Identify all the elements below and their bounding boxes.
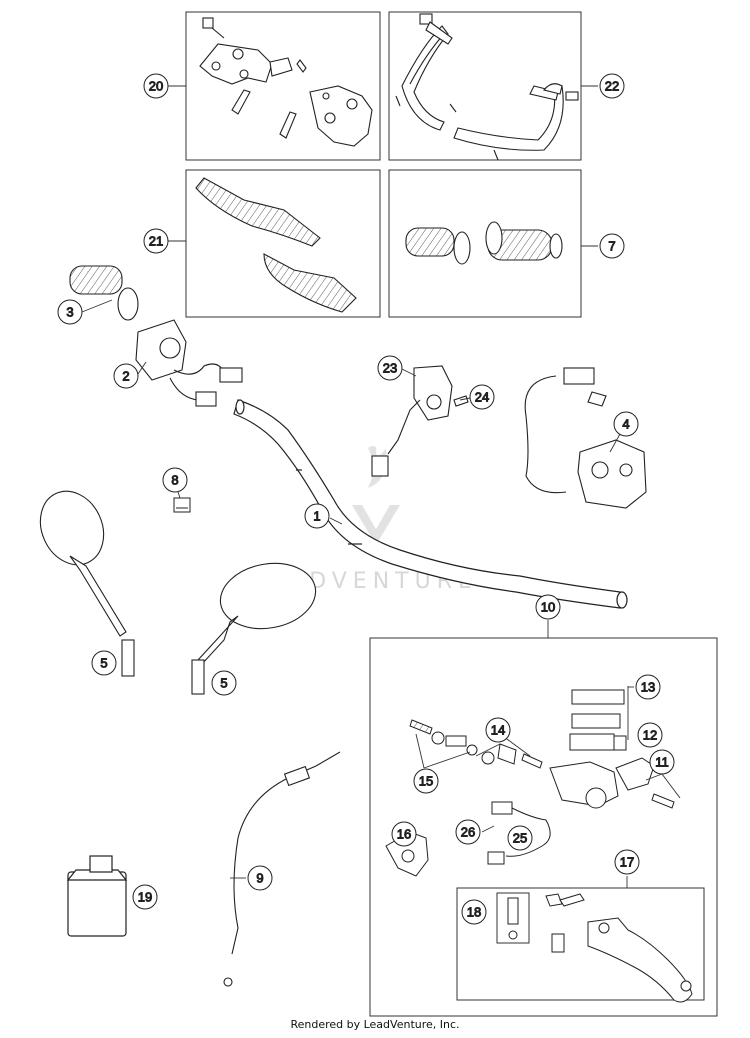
box-10 bbox=[369, 637, 718, 1017]
hydraulic-oil-drawing bbox=[66, 855, 128, 937]
clutch-lever-drawing bbox=[507, 893, 693, 1003]
callout-14: 14 bbox=[485, 717, 511, 743]
svg-text:25: 25 bbox=[513, 831, 527, 846]
callout-8: 8 bbox=[162, 467, 188, 493]
svg-text:16: 16 bbox=[397, 827, 411, 842]
callout-19: 19 bbox=[132, 884, 158, 910]
cable-clip-drawing bbox=[173, 497, 191, 513]
callout-26: 26 bbox=[455, 819, 481, 845]
callout-4: 4 bbox=[613, 411, 639, 437]
svg-text:19: 19 bbox=[138, 890, 152, 905]
svg-text:26: 26 bbox=[461, 825, 475, 840]
svg-text:5: 5 bbox=[100, 656, 107, 671]
mirrors-drawing bbox=[39, 490, 317, 695]
switch-clamp-drawing bbox=[371, 365, 469, 477]
callout-18: 18 bbox=[461, 899, 487, 925]
svg-text:5: 5 bbox=[220, 676, 227, 691]
callout-1: 1 bbox=[304, 503, 330, 529]
svg-text:7: 7 bbox=[608, 239, 615, 254]
svg-text:11: 11 bbox=[655, 755, 669, 770]
svg-text:21: 21 bbox=[149, 234, 163, 249]
callout-25: 25 bbox=[507, 825, 533, 851]
throttle-housing-drawing bbox=[135, 319, 243, 407]
svg-text:15: 15 bbox=[419, 774, 433, 789]
callout-3: 3 bbox=[57, 299, 83, 325]
callout-9: 9 bbox=[247, 865, 273, 891]
hand-guard-drawing bbox=[395, 13, 579, 161]
callout-16: 16 bbox=[391, 821, 417, 847]
box-21 bbox=[185, 169, 381, 318]
svg-text:23: 23 bbox=[383, 361, 397, 376]
callout-15: 15 bbox=[413, 768, 439, 794]
hand-guard-shells-drawing bbox=[195, 177, 357, 313]
callout-11: 11 bbox=[649, 749, 675, 775]
svg-text:12: 12 bbox=[643, 728, 657, 743]
callout-5-right: 5 bbox=[211, 670, 237, 696]
callout-5-left: 5 bbox=[91, 650, 117, 676]
throttle-grip-drawing bbox=[69, 265, 139, 321]
svg-text:18: 18 bbox=[467, 905, 481, 920]
callout-7: 7 bbox=[599, 233, 625, 259]
svg-text:24: 24 bbox=[475, 390, 489, 405]
svg-text:20: 20 bbox=[149, 79, 163, 94]
callout-10: 10 bbox=[535, 594, 561, 620]
callout-23: 23 bbox=[377, 355, 403, 381]
callout-20: 20 bbox=[143, 73, 169, 99]
throttle-cable-drawing bbox=[223, 751, 341, 987]
box-7 bbox=[388, 169, 582, 318]
footer-credit: Rendered by LeadVenture, Inc. bbox=[290, 1018, 460, 1031]
svg-text:22: 22 bbox=[605, 79, 619, 94]
svg-text:1: 1 bbox=[313, 509, 320, 524]
callout-24: 24 bbox=[469, 384, 495, 410]
master-cylinder-drawing bbox=[385, 689, 675, 877]
box-18 bbox=[496, 892, 530, 944]
callout-17: 17 bbox=[614, 849, 640, 875]
callout-21: 21 bbox=[143, 228, 169, 254]
svg-text:17: 17 bbox=[620, 855, 634, 870]
callout-12: 12 bbox=[637, 722, 663, 748]
svg-text:13: 13 bbox=[641, 680, 655, 695]
callout-22: 22 bbox=[599, 73, 625, 99]
callouts: 20 22 21 7 3 2 23 24 4 8 1 5 5 10 13 12 … bbox=[57, 73, 675, 925]
svg-text:14: 14 bbox=[491, 723, 505, 738]
bracket-set-drawing bbox=[199, 17, 373, 147]
svg-text:8: 8 bbox=[171, 473, 178, 488]
callout-2: 2 bbox=[113, 363, 139, 389]
svg-text:2: 2 bbox=[122, 369, 129, 384]
box-17 bbox=[456, 887, 705, 1001]
left-switch-drawing bbox=[524, 367, 647, 509]
svg-text:10: 10 bbox=[541, 600, 555, 615]
svg-text:9: 9 bbox=[256, 871, 263, 886]
grip-set-drawing bbox=[405, 221, 563, 265]
svg-text:3: 3 bbox=[66, 305, 73, 320]
callout-13: 13 bbox=[635, 674, 661, 700]
svg-text:4: 4 bbox=[622, 417, 629, 432]
